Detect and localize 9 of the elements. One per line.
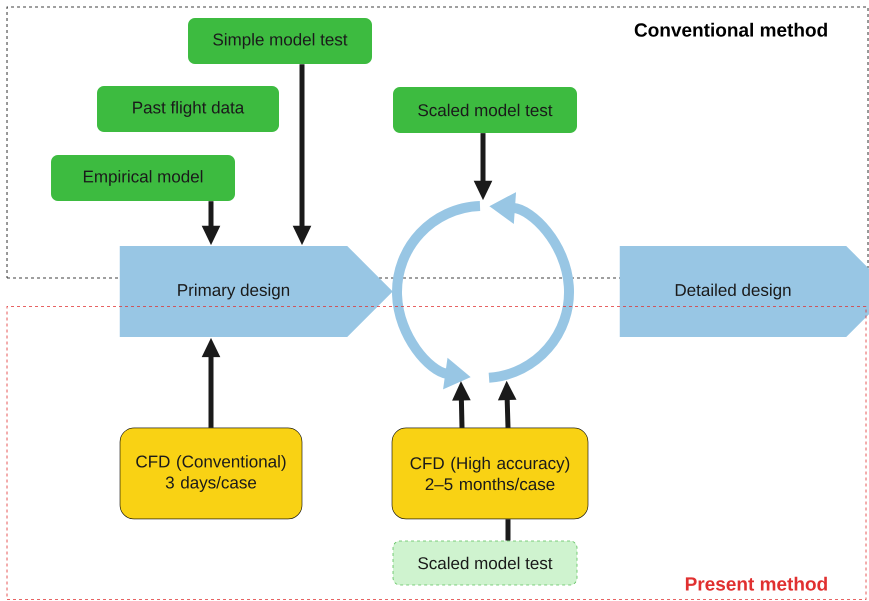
region-title: Present method [686,576,827,591]
cfd-box: CFD (Conventional) 3 days/case [120,428,302,520]
method-box: Scaled model test [392,540,578,586]
method-box: Past flight data [97,86,279,132]
method-box: Simple model test [188,18,372,64]
cfd-box: CFD (High accuracy) 2–5 months/case [392,428,588,520]
method-box: Scaled model test [393,86,577,133]
method-box: Empirical model [51,154,235,201]
region-title: Conventional method [634,22,827,37]
